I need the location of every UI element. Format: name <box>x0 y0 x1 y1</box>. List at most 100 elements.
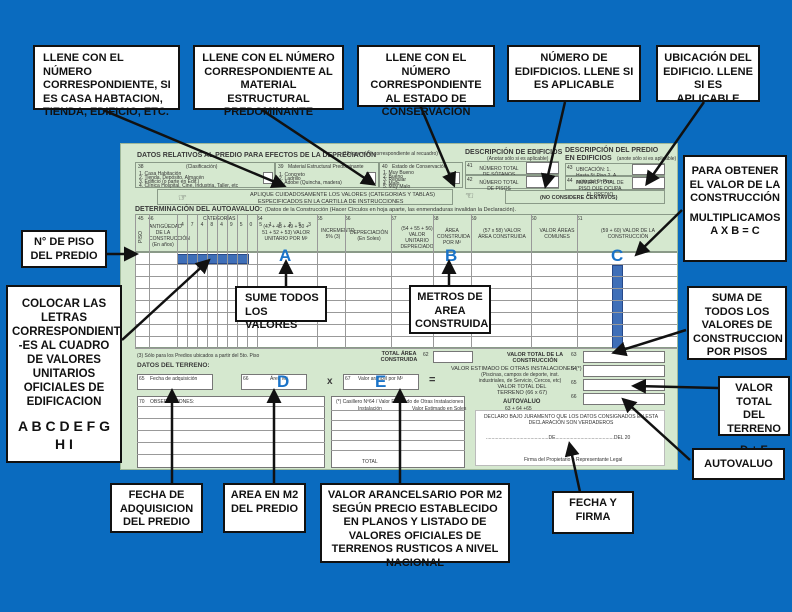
callout-suma-pisos: SUMA DE TODOS LOS VALORES DE CONSTRUCCIO… <box>687 286 787 360</box>
col-num: 54 <box>257 216 263 222</box>
observaciones-row-line <box>137 418 325 419</box>
valor-total-construccion-input[interactable] <box>583 351 665 363</box>
num-piso-ocupa-label: NÚMERO TOTAL DE PISO QUE OCUPA EL PREDIO <box>576 180 624 198</box>
callout-valor-terreno-text: VALOR TOTAL DEL TERRENO <box>727 382 781 435</box>
table-row-divider <box>135 288 677 289</box>
table-col-divider <box>135 214 136 348</box>
letter-c: C <box>611 246 624 265</box>
valor-terreno-input[interactable] <box>583 379 665 391</box>
estado-input[interactable] <box>450 172 460 184</box>
desc-predio-heading: DESCRIPCIÓN DEL PREDIO <box>565 147 659 154</box>
col-num: 61 <box>577 216 583 222</box>
sotanos-input[interactable] <box>526 162 559 174</box>
est-item: 4. Malo <box>383 180 400 187</box>
col-num: 46 <box>148 216 154 222</box>
instalacion-header: Instalación <box>358 406 382 412</box>
casillero-label: (*) Casillero Nº64 / Valor Estimado de O… <box>336 399 464 405</box>
table-col-divider <box>149 214 150 348</box>
table-col-divider <box>227 214 228 348</box>
observaciones-row-line <box>137 406 325 407</box>
area-m2-input[interactable]: 66 Área M² <box>241 374 307 390</box>
total-area-input[interactable] <box>433 351 473 363</box>
instalaciones-row-line <box>331 440 465 441</box>
col-header-valor-depreciado: (54 + 55 + 56) VALOR UNITARIO DEPRECIADO <box>400 226 434 250</box>
otras-instalaciones-label: VALOR ESTIMADO DE OTRAS INSTALACIONES (*… <box>451 366 582 372</box>
callout-fecha-firma: FECHA Y FIRMA <box>552 491 634 534</box>
valor-terreno-label: VALOR TOTAL DEL TERRENO (66 x 67) <box>496 384 548 396</box>
col-header-valor-unitario: (47 + 48 + 49 + 50 + 51 + 52 + 53) VALOR… <box>262 224 310 242</box>
table-col-divider <box>187 214 188 348</box>
field-num-64: 64 <box>571 366 577 372</box>
otras-instalaciones-input[interactable] <box>583 365 665 377</box>
table-col-divider <box>471 214 472 348</box>
autovaluo-input[interactable] <box>583 393 665 405</box>
field-num-43: 43 <box>567 165 573 171</box>
letter-a: A <box>279 246 292 265</box>
valor-arancel-input[interactable]: 67 Valor arancel por M² <box>343 374 419 390</box>
col-num: 58 <box>433 216 439 222</box>
col-num: 57 <box>391 216 397 222</box>
num-piso-ocupa-cell: 44 NÚMERO TOTAL DE PISO QUE OCUPA EL PRE… <box>565 176 665 198</box>
desc-predio-sub: (anote sólo si es aplicable) <box>617 156 677 162</box>
desc-edificios-sub: (Anotar sólo si es aplicable) <box>487 156 549 162</box>
desc-edificios-heading: DESCRIPCIÓN DE EDIFICIOS <box>465 149 563 156</box>
callout-ubicacion: UBICACIÓN DEL EDIFICIO. LLENE SI ES APLI… <box>656 45 760 105</box>
col-num: 45 <box>138 216 144 222</box>
field-num-63: 63 <box>571 352 577 358</box>
fecha-adquisicion-input[interactable]: 65 Fecha de adquisición <box>137 374 213 390</box>
datos-terreno-heading: DATOS DEL TERRENO: <box>137 362 210 369</box>
callout-material: LLENE CON EL NÚMERO CORRESPONDIENTE AL M… <box>193 45 344 118</box>
instalaciones-row-line <box>331 430 465 431</box>
total-label: TOTAL <box>362 459 378 465</box>
pisos-cell: 42 NÚMERO TOTAL DE PISOS <box>465 175 559 192</box>
determinacion-heading: DETERMINACIÓN DEL AUTOAVALUO: <box>135 206 263 213</box>
valor-soles-header: Valor Estimado en Soles <box>412 406 467 412</box>
table-col-divider <box>577 214 578 348</box>
table-row-divider <box>135 264 677 265</box>
field-num-38: 38 <box>138 164 144 170</box>
table-col-divider <box>237 214 238 348</box>
instalaciones-row-line <box>331 450 465 451</box>
table-col-divider <box>317 214 318 348</box>
field-num-65: 65 <box>571 380 577 386</box>
clasificacion-label: (Clasificación) <box>186 164 218 170</box>
col-header-piso: PISO <box>137 231 144 243</box>
times-sign: x <box>327 376 333 387</box>
declaro-text: DECLARO BAJO JURAMENTO QUE LOS DATOS CON… <box>483 414 659 426</box>
pisos-input[interactable] <box>526 176 559 188</box>
observaciones-row-line <box>137 454 325 455</box>
cat-num: 51 <box>259 222 279 228</box>
no-centavos-box: (NO CONSIDERE CENTAVOS) <box>505 190 665 204</box>
field-num-41: 41 <box>467 163 473 169</box>
field-num-42: 42 <box>467 177 473 183</box>
cat-num: 53 <box>298 222 318 228</box>
clasificacion-cell: 38 (Clasificación) 1. Casa Habitación 2.… <box>135 162 275 189</box>
clasificacion-input[interactable] <box>263 172 273 184</box>
table-col-divider <box>391 214 392 348</box>
field-num-66: 66 <box>243 376 249 382</box>
valor-arancel-label: Valor arancel por M² <box>358 376 403 382</box>
callout-letras-text: COLOCAR LAS LETRAS CORRESPONDIENT -ES AL… <box>12 298 121 408</box>
fecha-line[interactable]: ........................................… <box>486 435 631 441</box>
num-piso-ocupa-input[interactable] <box>632 177 665 189</box>
aplique-banner: ☞ APLIQUE CUIDADOSAMENTE LOS VALORES (CA… <box>157 189 453 205</box>
table-col-divider <box>257 214 258 348</box>
otras-instalaciones-table[interactable]: (*) Casillero Nº64 / Valor Estimado de O… <box>331 396 467 468</box>
callout-area-m2: AREA EN M2 DEL PREDIO <box>223 483 306 533</box>
field-num-66b: 66 <box>571 394 577 400</box>
col-header-valor-construccion: (59 + 60) VALOR DE LA CONSTRUCCIÓN <box>601 228 655 240</box>
ubicacion-input[interactable] <box>632 164 665 175</box>
letter-b: B <box>445 246 458 265</box>
table-col-divider <box>247 214 248 348</box>
declaracion-box[interactable]: DECLARO BAJO JURAMENTO QUE LOS DATOS CON… <box>475 410 665 466</box>
field-num-70: 70 <box>139 399 145 405</box>
field-num-40: 40 <box>382 164 388 170</box>
callout-formula-axb: MULTIPLICAMOS A X B = C <box>689 211 781 238</box>
pointing-hand-icon: ☞ <box>178 193 187 204</box>
table-col-divider <box>217 214 218 348</box>
valor-total-construccion-label: VALOR TOTAL DE LA CONSTRUCCIÓN <box>506 352 564 364</box>
observaciones-box[interactable]: 70 OBSERVACIONES: <box>137 396 325 468</box>
material-input[interactable] <box>366 172 376 184</box>
col-header-incremento: INCREMENTO 5% (3) <box>321 228 355 240</box>
table-col-divider <box>531 214 532 348</box>
